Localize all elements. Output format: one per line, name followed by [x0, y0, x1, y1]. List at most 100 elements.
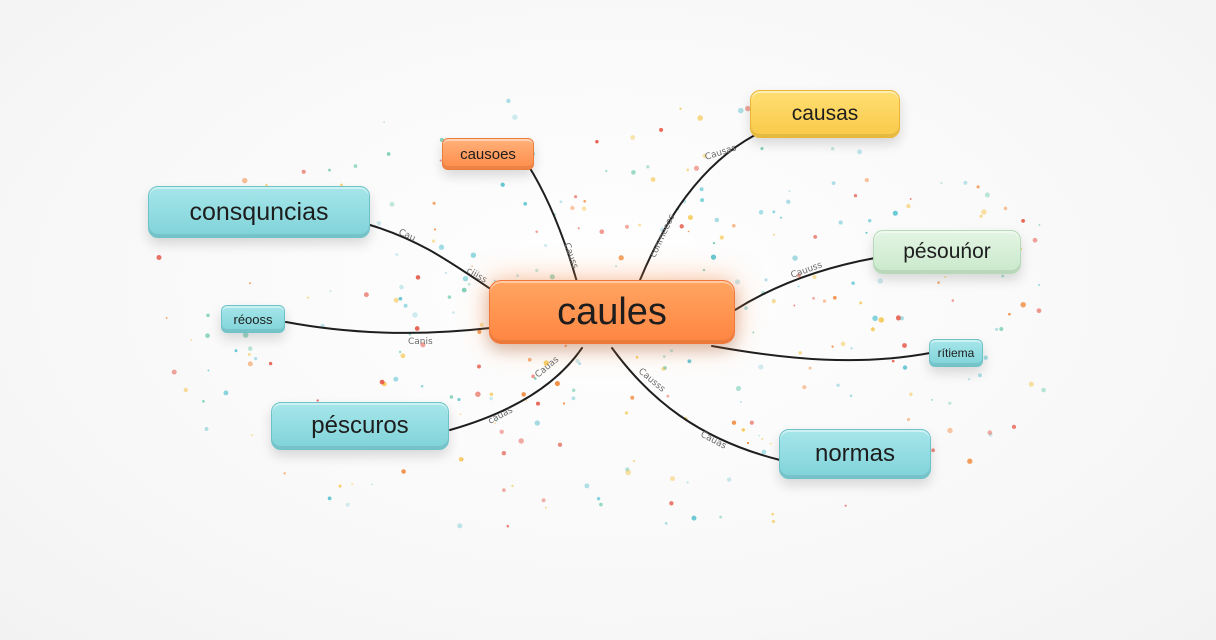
confetti-dot	[891, 359, 895, 363]
confetti-dot	[988, 432, 993, 437]
confetti-dot	[156, 254, 162, 261]
confetti-dot	[467, 282, 471, 286]
node-reooss[interactable]: réooss	[221, 305, 285, 333]
confetti-dot	[205, 333, 210, 339]
confetti-dot	[840, 341, 846, 347]
confetti-dot	[758, 434, 760, 437]
confetti-dot	[967, 378, 971, 381]
confetti-dot	[400, 353, 406, 359]
connector-lines	[285, 134, 931, 461]
confetti-dot	[666, 394, 670, 398]
confetti-dot	[1008, 312, 1011, 316]
node-center-caules[interactable]: caules	[489, 280, 735, 344]
confetti-dot	[937, 281, 940, 284]
confetti-dot	[584, 483, 590, 489]
node-ritiema[interactable]: rítiema	[929, 339, 983, 367]
confetti-dot	[909, 392, 913, 396]
confetti-dot	[796, 273, 801, 278]
confetti-dot	[345, 502, 350, 507]
confetti-dot	[831, 345, 834, 348]
confetti-dot	[771, 519, 776, 524]
confetti-dot	[307, 296, 310, 299]
confetti-dot	[511, 484, 514, 488]
confetti-dot	[632, 459, 636, 463]
confetti-dot	[596, 497, 601, 501]
confetti-dot	[812, 275, 817, 280]
confetti-dot	[693, 165, 700, 171]
confetti-dot	[268, 361, 273, 366]
confetti-dot	[686, 481, 689, 484]
confetti-dot	[254, 357, 258, 361]
confetti-dot	[735, 385, 742, 391]
confetti-dot	[699, 187, 704, 192]
confetti-dot	[165, 317, 168, 319]
confetti-dot	[788, 190, 791, 192]
link-ritiema	[711, 345, 931, 362]
link-causas	[639, 134, 756, 281]
confetti-dot	[614, 265, 618, 268]
confetti-dot	[661, 366, 666, 371]
confetti-dot	[710, 254, 717, 260]
confetti-dot	[669, 501, 674, 506]
node-consquncias[interactable]: consquncias	[148, 186, 370, 238]
confetti-dot	[564, 344, 568, 348]
node-causas[interactable]: causas	[750, 90, 900, 138]
confetti-dot	[249, 282, 252, 285]
link-pesounor	[734, 257, 876, 311]
confetti-dot	[734, 279, 741, 285]
confetti-dot	[204, 427, 209, 431]
confetti-dot	[822, 299, 827, 303]
confetti-dot	[981, 209, 987, 215]
confetti-dot	[386, 152, 391, 156]
confetti-dot	[557, 442, 563, 447]
node-normas[interactable]: normas	[779, 429, 931, 479]
node-pesounor[interactable]: pésouńor	[873, 230, 1021, 274]
confetti-dot	[872, 315, 878, 322]
confetti-dot	[371, 483, 374, 486]
confetti-dot	[931, 399, 933, 401]
confetti-dot	[808, 366, 812, 370]
confetti-dot	[635, 356, 639, 359]
confetti-dot	[461, 287, 467, 293]
confetti-dot	[477, 364, 481, 369]
confetti-dot	[1001, 274, 1005, 278]
edge-label: Causs	[561, 242, 580, 271]
confetti-dot	[976, 185, 980, 189]
confetti-dot	[506, 524, 510, 528]
confetti-dot	[832, 295, 837, 300]
node-causoes[interactable]: causoes	[442, 138, 534, 170]
confetti-dot	[599, 229, 605, 235]
confetti-dot	[544, 243, 548, 248]
confetti-dot	[630, 135, 636, 140]
confetti-dot	[625, 224, 629, 229]
confetti-dot	[283, 472, 286, 475]
confetti-dot	[535, 230, 538, 234]
confetti-dot	[477, 329, 482, 334]
confetti-dot	[206, 313, 210, 318]
confetti-dot	[571, 388, 576, 393]
confetti-dot	[838, 220, 843, 225]
confetti-dot	[909, 198, 912, 200]
confetti-dot	[393, 376, 399, 382]
confetti-dot	[948, 401, 952, 405]
confetti-dot	[521, 392, 526, 397]
confetti-dot	[518, 438, 524, 444]
confetti-dot	[831, 147, 835, 151]
confetti-dot	[340, 183, 343, 187]
confetti-dot	[398, 296, 403, 301]
link-reooss	[285, 321, 491, 334]
confetti-dot	[761, 449, 767, 455]
confetti-dot	[171, 369, 177, 375]
node-pescuros[interactable]: péscuros	[271, 402, 449, 450]
confetti-dot	[190, 338, 193, 341]
confetti-dot	[250, 434, 253, 437]
confetti-dot	[951, 299, 955, 302]
confetti-dot	[849, 394, 853, 398]
confetti-dot	[328, 168, 331, 172]
confetti-dot	[449, 395, 454, 399]
confetti-dot	[1028, 381, 1034, 387]
confetti-dot	[850, 347, 853, 350]
confetti-dot	[549, 274, 555, 280]
confetti-dot	[761, 438, 764, 440]
confetti-dot	[895, 315, 902, 321]
